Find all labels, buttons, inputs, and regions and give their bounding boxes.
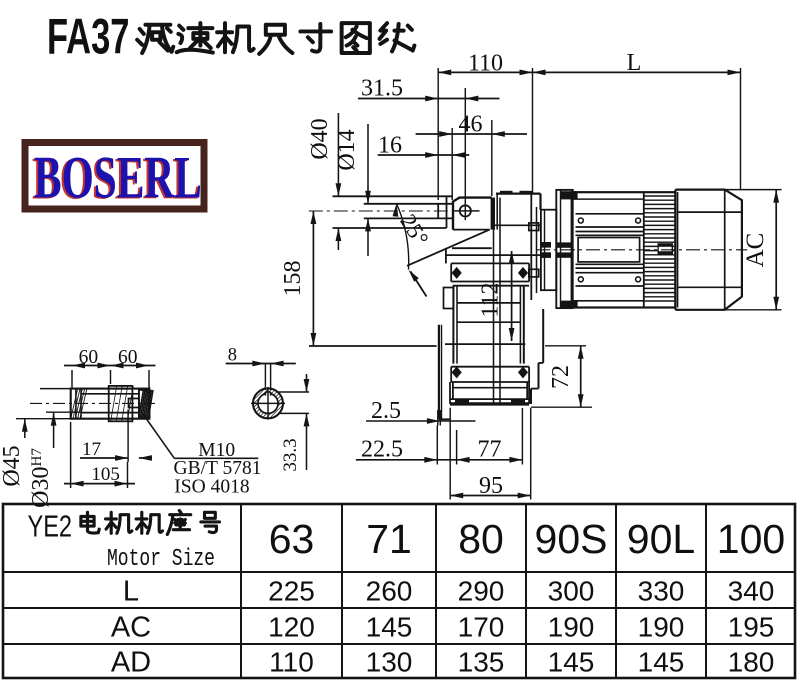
svg-text:190: 190 <box>638 612 685 643</box>
svg-text:158: 158 <box>280 261 306 297</box>
svg-text:16: 16 <box>378 133 402 159</box>
svg-text:60: 60 <box>118 347 138 368</box>
svg-text:195: 195 <box>728 612 775 643</box>
svg-text:L: L <box>123 576 139 608</box>
svg-text:100: 100 <box>717 516 785 562</box>
svg-text:72: 72 <box>548 365 574 389</box>
svg-text:60: 60 <box>79 347 99 368</box>
svg-text:FA37: FA37 <box>47 9 129 65</box>
svg-text:110: 110 <box>468 51 503 77</box>
svg-text:ISO 4018: ISO 4018 <box>174 477 249 498</box>
svg-text:Ø45: Ø45 <box>0 445 25 486</box>
svg-text:145: 145 <box>638 647 685 678</box>
svg-text:2.5: 2.5 <box>371 398 401 424</box>
svg-text:Ø30H7: Ø30H7 <box>28 448 54 508</box>
svg-text:Motor Size: Motor Size <box>107 546 215 573</box>
svg-text:170: 170 <box>458 612 505 643</box>
svg-text:GB/T 5781: GB/T 5781 <box>174 458 262 479</box>
svg-text:330: 330 <box>638 576 685 607</box>
svg-text:46: 46 <box>459 112 483 138</box>
svg-text:290: 290 <box>458 576 505 607</box>
svg-text:Ø14: Ø14 <box>334 129 360 170</box>
svg-text:17: 17 <box>82 439 101 460</box>
svg-text:22.5: 22.5 <box>361 437 403 463</box>
svg-text:180: 180 <box>728 647 775 678</box>
svg-text:112: 112 <box>478 282 504 317</box>
svg-text:M10: M10 <box>198 440 235 461</box>
svg-text:90S: 90S <box>535 516 608 562</box>
svg-text:71: 71 <box>366 516 412 562</box>
svg-text:77: 77 <box>478 437 502 463</box>
svg-text:120: 120 <box>268 612 315 643</box>
svg-text:63: 63 <box>269 516 315 562</box>
svg-text:AC: AC <box>111 612 151 644</box>
svg-text:135: 135 <box>458 647 505 678</box>
svg-text:145: 145 <box>548 647 595 678</box>
svg-text:AD: AD <box>111 647 151 679</box>
svg-text:Ø40: Ø40 <box>307 118 333 159</box>
svg-text:33.3: 33.3 <box>280 438 301 471</box>
svg-text:300: 300 <box>548 576 595 607</box>
svg-text:130: 130 <box>366 647 413 678</box>
svg-text:8: 8 <box>228 345 237 365</box>
svg-text:225: 225 <box>268 576 315 607</box>
svg-text:260: 260 <box>366 576 413 607</box>
svg-text:80: 80 <box>458 516 504 562</box>
svg-text:L: L <box>627 50 642 76</box>
svg-text:31.5: 31.5 <box>361 76 403 102</box>
svg-text:190: 190 <box>548 612 595 643</box>
svg-text:YE2: YE2 <box>28 508 73 543</box>
svg-text:145: 145 <box>366 612 413 643</box>
svg-text:95: 95 <box>479 473 503 499</box>
svg-text:BOSERL: BOSERL <box>34 145 202 211</box>
svg-text:105: 105 <box>91 464 120 485</box>
svg-text:BOSERL: BOSERL <box>32 146 200 212</box>
svg-text:340: 340 <box>728 576 775 607</box>
svg-text:90L: 90L <box>627 516 695 562</box>
svg-text:AC: AC <box>742 233 769 268</box>
svg-text:110: 110 <box>269 647 314 678</box>
